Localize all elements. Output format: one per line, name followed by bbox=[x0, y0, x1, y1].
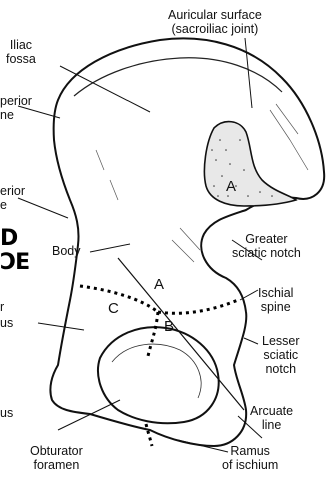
dotted-division-1 bbox=[80, 286, 158, 312]
body-label: Body bbox=[52, 244, 81, 258]
ischial-spine-label: Ischial spine bbox=[258, 286, 293, 314]
region-a-auricular: A bbox=[226, 178, 236, 195]
lesser-sciatic-line-1: Lesser bbox=[262, 334, 300, 348]
lesser-sciatic-line-3: notch bbox=[262, 362, 300, 376]
lesser-sciatic-notch-label: Lesser sciatic notch bbox=[262, 334, 300, 376]
left-fragment-us: us bbox=[0, 316, 13, 330]
superior-frag-line-1: perior bbox=[0, 94, 32, 108]
ischial-spine-line-2: spine bbox=[258, 300, 293, 314]
arcuate-line-label: Arcuate line bbox=[250, 404, 293, 432]
arcuate-line-2: line bbox=[250, 418, 293, 432]
iliac-fossa-label: Iliac fossa bbox=[6, 38, 36, 66]
obturator-foramen-label: Obturator foramen bbox=[30, 444, 83, 472]
ischial-spine-line-1: Ischial bbox=[258, 286, 293, 300]
region-c: C bbox=[108, 300, 119, 317]
left-fragment-us-2: us bbox=[0, 406, 13, 420]
auricular-surface-label: Auricular surface (sacroiliac joint) bbox=[168, 8, 262, 36]
superior-frag-line-2: ne bbox=[0, 108, 32, 122]
left-fragment-r: r bbox=[0, 300, 4, 314]
superior-spine-fragment-label: perior ne bbox=[0, 94, 32, 122]
inferior-frag-line-1: erior bbox=[0, 184, 25, 198]
inferior-frag-line-2: e bbox=[0, 198, 25, 212]
arcuate-line-1: Arcuate bbox=[250, 404, 293, 418]
dotted-division-4 bbox=[146, 424, 152, 446]
obturator-foramen bbox=[98, 327, 219, 423]
auricular-surface-line-2: (sacroiliac joint) bbox=[168, 22, 262, 36]
iliac-crest-line bbox=[74, 58, 282, 96]
ramus-of-ischium-label: Ramus of ischium bbox=[222, 444, 278, 472]
obturator-line-2: foramen bbox=[30, 458, 83, 472]
ramus-line-2: of ischium bbox=[222, 458, 278, 472]
iliac-fossa-line-2: fossa bbox=[6, 52, 36, 66]
greater-sciatic-notch-label: Greater sciatic notch bbox=[232, 232, 301, 260]
auricular-surface-line-1: Auricular surface bbox=[168, 8, 262, 22]
greater-sciatic-line-1: Greater bbox=[232, 232, 301, 246]
obturator-line-1: Obturator bbox=[30, 444, 83, 458]
iliac-fossa-line-1: Iliac bbox=[6, 38, 36, 52]
region-b: B bbox=[164, 318, 174, 335]
region-a-body: A bbox=[154, 276, 164, 293]
stray-d-fragment: D bbox=[0, 226, 17, 251]
stray-logo-fragment: ƆE bbox=[0, 250, 29, 275]
lesser-sciatic-line-2: sciatic bbox=[262, 348, 300, 362]
ramus-line-1: Ramus bbox=[222, 444, 278, 458]
auricular-surface-area bbox=[204, 122, 296, 206]
greater-sciatic-line-2: sciatic notch bbox=[232, 246, 301, 260]
dotted-division-2 bbox=[158, 300, 238, 313]
inferior-spine-fragment-label: erior e bbox=[0, 184, 25, 212]
